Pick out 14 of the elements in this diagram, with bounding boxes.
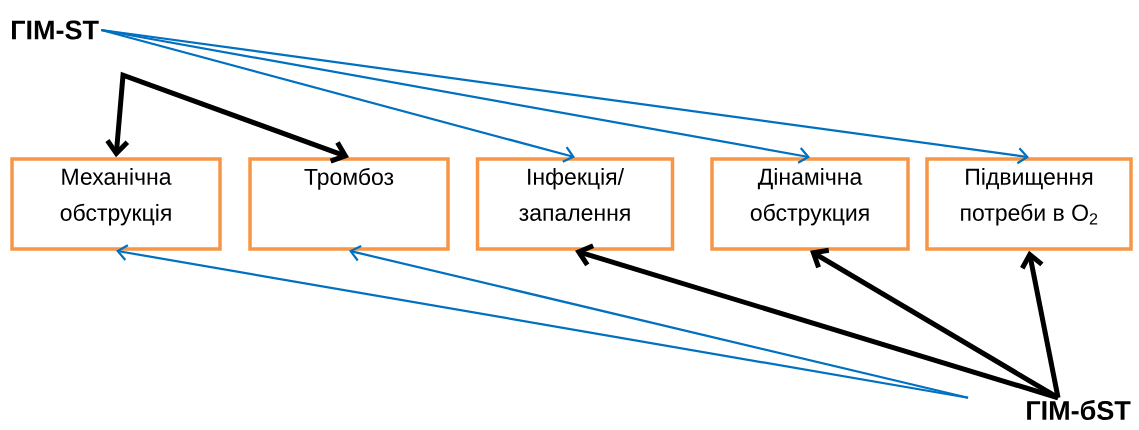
process-box: Дінамічна обструкция xyxy=(710,157,910,251)
heading-label: ГІМ-ST xyxy=(12,20,99,40)
arrow xyxy=(105,71,349,164)
arrow xyxy=(1020,250,1061,399)
process-box: Підвищення потреби в O$_{2}$ xyxy=(925,157,1133,251)
arrow xyxy=(101,28,1029,165)
heading-label: ГІМ-бST xyxy=(1027,399,1131,421)
arrow xyxy=(349,244,969,399)
arrow xyxy=(101,28,810,164)
process-box: Інфекція/ запалення xyxy=(475,157,675,251)
arrow xyxy=(575,243,1059,401)
process-box: Тромбоз xyxy=(248,157,450,251)
process-box: Механічна обструкція xyxy=(10,157,222,251)
arrow xyxy=(810,247,1060,400)
